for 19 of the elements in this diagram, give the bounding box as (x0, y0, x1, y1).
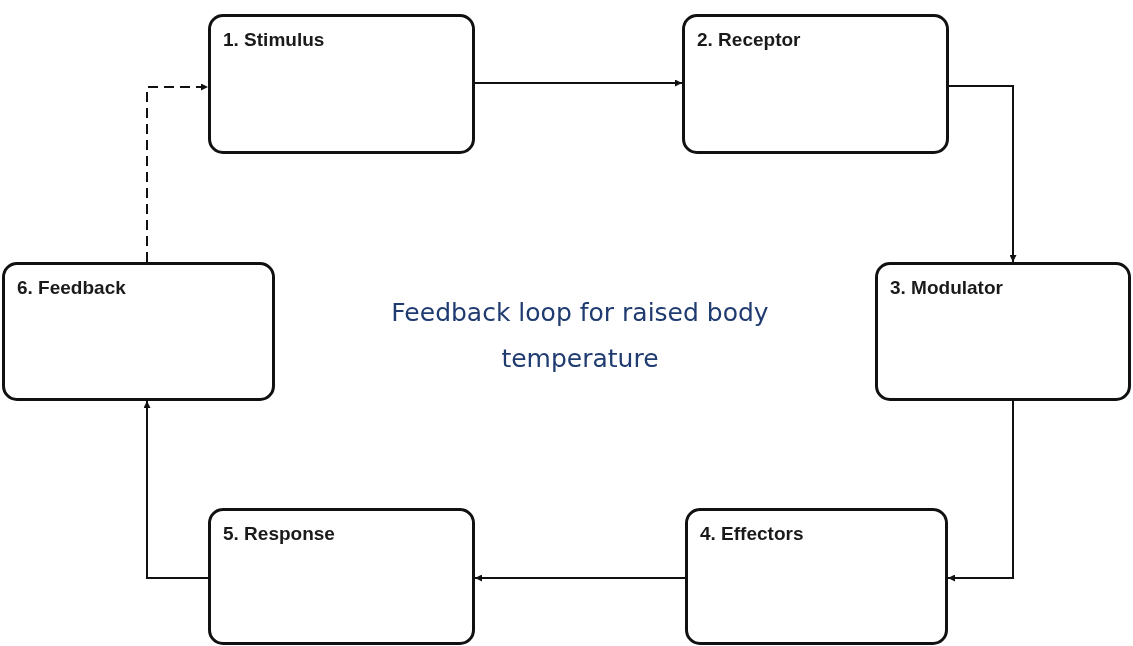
step-label: 6. Feedback (17, 277, 126, 299)
process-box (208, 508, 475, 645)
process-box (682, 14, 949, 154)
step-label: 2. Receptor (697, 29, 801, 51)
process-box (685, 508, 948, 645)
step-label: 4. Effectors (700, 523, 804, 545)
step-label: 5. Response (223, 523, 335, 545)
process-box (208, 14, 475, 154)
arrow (474, 79, 683, 87)
arrow (947, 400, 1014, 582)
step-label: 3. Modulator (890, 277, 1003, 299)
arrow (474, 574, 686, 582)
process-box (875, 262, 1131, 401)
step-label: 1. Stimulus (223, 29, 325, 51)
arrow (143, 400, 209, 579)
arrow (948, 85, 1017, 263)
diagram-title: Feedback loop for raised body temperature (390, 297, 770, 375)
process-box (2, 262, 275, 401)
arrow (146, 83, 209, 263)
